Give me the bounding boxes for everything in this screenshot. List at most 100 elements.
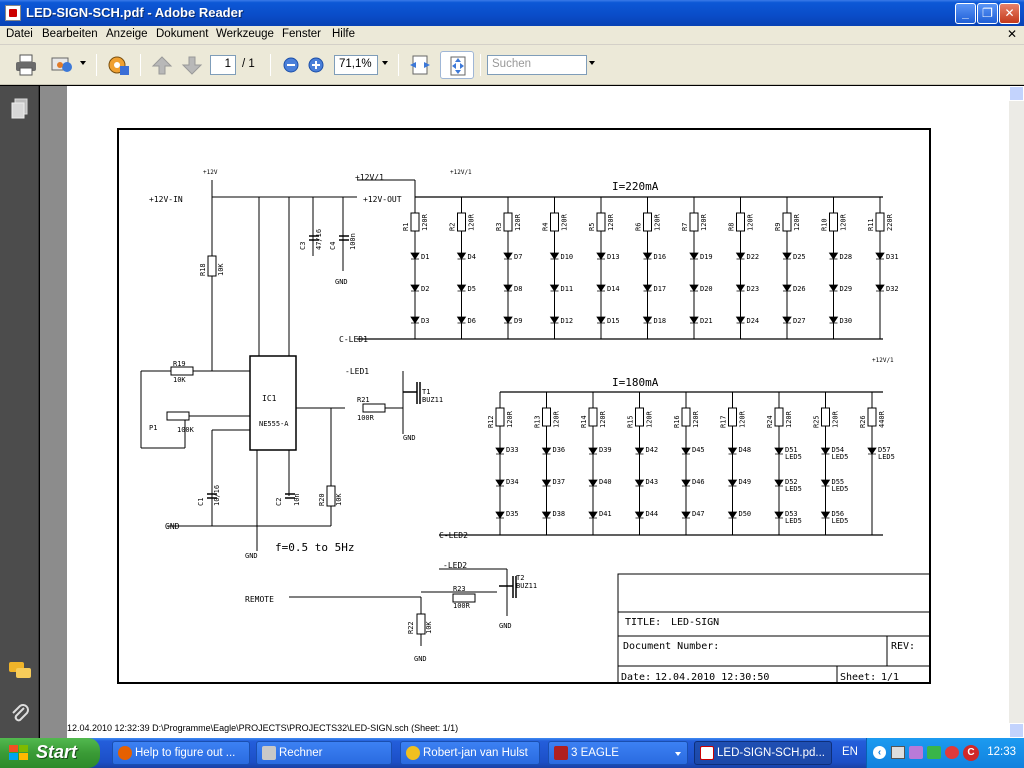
page-number-input[interactable]: 1 — [210, 55, 236, 75]
taskbar-item-rechner[interactable]: Rechner — [256, 741, 392, 765]
t1-part: BUZ11 — [422, 396, 443, 404]
diode-label: LED5 — [878, 453, 895, 461]
tray-app-icon[interactable] — [909, 746, 923, 759]
group-dropdown-icon — [675, 752, 681, 756]
led-diode — [727, 447, 738, 455]
led-diode — [681, 511, 691, 519]
email-collaborate-icon[interactable] — [50, 54, 74, 76]
collaborate-dropdown-icon[interactable] — [80, 61, 86, 65]
document-close-icon[interactable]: ✕ — [1006, 27, 1017, 41]
attachments-icon[interactable] — [10, 702, 30, 726]
taskbar-item-eagle[interactable]: 3 EAGLE — [548, 741, 688, 765]
scroll-up-button[interactable] — [1009, 86, 1024, 101]
windows-flag-icon — [9, 745, 28, 760]
taskbar-item-label: Robert-jan van Hulst — [423, 747, 528, 759]
resistor-value: 120R — [840, 213, 848, 231]
tray-security-icon[interactable] — [927, 746, 941, 759]
scroll-down-button[interactable] — [1009, 723, 1024, 738]
diode-label: D11 — [561, 285, 574, 293]
taskbar-item-messenger[interactable]: Robert-jan van Hulst — [400, 741, 540, 765]
diode-label: D48 — [739, 446, 752, 454]
resistor-label: R11 — [867, 218, 875, 231]
maximize-button[interactable]: ❐ — [977, 3, 998, 24]
menu-dokument[interactable]: Dokument — [156, 28, 209, 40]
vertical-scrollbar[interactable] — [1009, 86, 1024, 738]
pages-icon[interactable] — [10, 98, 30, 120]
resistor-value: 120R — [785, 410, 793, 428]
next-page-icon[interactable] — [180, 54, 204, 76]
led-diode — [828, 284, 839, 292]
start-button[interactable]: Start — [0, 738, 100, 768]
zoom-level-input[interactable]: 71,1% — [334, 55, 378, 75]
zoom-out-icon[interactable] — [282, 54, 300, 76]
diode-label: D1 — [421, 253, 429, 261]
led-diode — [588, 511, 598, 519]
led-resistor-r14 — [588, 407, 598, 427]
resistor-r23 — [452, 593, 476, 603]
led-diode — [588, 479, 598, 487]
taskbar-item-adobe-reader[interactable]: LED-SIGN-SCH.pd... — [694, 741, 832, 765]
diode-label: D28 — [840, 253, 853, 261]
tray-alert-icon[interactable] — [945, 746, 959, 759]
led-diode — [456, 316, 467, 324]
resistor-label: R15 — [627, 415, 635, 428]
diode-label: D55 — [832, 478, 845, 486]
comments-icon[interactable] — [8, 660, 32, 682]
menu-anzeige[interactable]: Anzeige — [106, 28, 148, 40]
diode-label: D23 — [747, 285, 760, 293]
menu-bearbeiten[interactable]: Bearbeiten — [42, 28, 98, 40]
tray-ccleaner-icon[interactable]: C — [963, 745, 979, 761]
taskbar: Start Help to figure out ... Rechner Rob… — [0, 738, 1024, 768]
menu-datei[interactable]: Datei — [6, 28, 33, 40]
language-indicator[interactable]: EN — [842, 746, 858, 758]
taskbar-item-firefox[interactable]: Help to figure out ... — [112, 741, 250, 765]
menu-hilfe[interactable]: Hilfe — [332, 28, 356, 40]
search-dropdown-icon[interactable] — [589, 61, 595, 65]
diode-label: D19 — [700, 253, 713, 261]
led-resistor-r8 — [736, 212, 745, 232]
navigation-panel — [0, 86, 39, 738]
diode-label: D21 — [700, 317, 713, 325]
print-icon[interactable] — [14, 54, 38, 76]
settings-gear-icon[interactable] — [106, 54, 130, 76]
led-diode — [596, 316, 606, 324]
resistor-label: R16 — [673, 415, 681, 428]
resistor-value: 120R — [514, 213, 522, 231]
diode-label: D4 — [468, 253, 476, 261]
search-input[interactable]: Suchen — [487, 55, 587, 75]
minimize-button[interactable]: _ — [955, 3, 976, 24]
resistor-r22 — [416, 613, 426, 635]
resistor-value: 120R — [421, 213, 429, 231]
fit-page-button[interactable] — [440, 51, 474, 79]
resistor-label: R14 — [580, 415, 588, 428]
led-diode — [503, 316, 513, 324]
fit-width-icon[interactable] — [408, 54, 432, 76]
c1-label: C1 — [197, 498, 205, 506]
pdf-page: I=220mA I=180mA f=0.5 to 5Hz +12V-IN +12… — [67, 86, 1010, 738]
menu-werkzeuge[interactable]: Werkzeuge — [216, 28, 274, 40]
resistor-value: 120R — [832, 410, 840, 428]
resistor-value: 120R — [793, 213, 801, 231]
calculator-icon — [262, 746, 276, 760]
led-diode — [782, 252, 792, 260]
close-button[interactable]: ✕ — [999, 3, 1020, 24]
diode-label: D36 — [553, 446, 566, 454]
led-resistor-r3 — [503, 212, 513, 232]
led-diode — [596, 284, 606, 292]
r22-value: 10K — [425, 621, 433, 634]
diode-label: LED5 — [832, 453, 849, 461]
window-titlebar[interactable]: LED-SIGN-SCH.pdf - Adobe Reader _ ❐ ✕ — [0, 0, 1024, 26]
previous-page-icon[interactable] — [150, 54, 174, 76]
led-diode — [820, 479, 831, 487]
menu-fenster[interactable]: Fenster — [282, 28, 321, 40]
zoom-dropdown-icon[interactable] — [382, 61, 388, 65]
diode-label: D31 — [886, 253, 899, 261]
network-icon[interactable] — [891, 746, 905, 759]
show-hidden-icons-icon[interactable]: ‹ — [873, 746, 886, 759]
diode-label: D18 — [654, 317, 667, 325]
start-label: Start — [36, 742, 78, 762]
zoom-in-icon[interactable] — [307, 54, 325, 76]
menu-bar: Datei Bearbeiten Anzeige Dokument Werkze… — [0, 26, 1024, 45]
net-remote: REMOTE — [245, 595, 274, 604]
resistor-r19 — [170, 366, 194, 376]
